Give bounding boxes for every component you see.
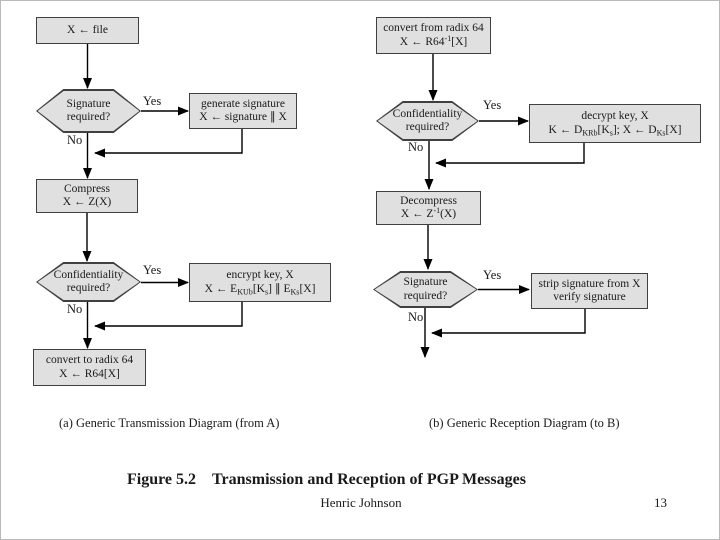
node-encrypt-key: encrypt key, X X ← EKUb[Ks] ∥ EKs[X] [189, 263, 331, 302]
node-text-line: required? [66, 282, 111, 294]
label-no-signature-a: No [67, 133, 83, 147]
node-text-line: Confidentiality [53, 268, 124, 281]
node-text-line: Decompress [400, 194, 457, 207]
node-text-line: X ← R64-1[X] [399, 33, 468, 48]
node-compress: Compress X ← Z(X) [36, 179, 138, 213]
node-text-line: K ← DKRb[Ks]; X ← DKs[X] [548, 123, 682, 137]
node-x-from-file: X ← file [36, 17, 139, 44]
page-number: 13 [654, 495, 667, 510]
node-text-line: X ← Z-1(X) [400, 205, 457, 220]
decision-confidentiality-required-a: Confidentiality required? [36, 262, 141, 302]
node-convert-from-radix64: convert from radix 64 X ← R64-1[X] [376, 17, 491, 54]
decision-signature-required-a: Signature required? [36, 89, 141, 133]
label-yes-confidentiality-b: Yes [483, 98, 502, 112]
connector-a-generate-return [94, 129, 243, 158]
label-no-confidentiality-b: No [408, 140, 424, 154]
node-decompress: Decompress X ← Z-1(X) [376, 191, 481, 225]
node-text-line: encrypt key, X [226, 269, 294, 281]
connector-b-decrypt-return [435, 143, 585, 168]
hexagon-shape: Confidentiality required? [377, 102, 478, 140]
node-text-line: X ← Z(X) [62, 196, 112, 208]
node-text-line: X ← EKUb[Ks] ∥ EKs[X] [204, 282, 316, 296]
node-convert-to-radix64: convert to radix 64 X ← R64[X] [33, 349, 146, 386]
connector-a-encrypt-return [94, 302, 243, 331]
node-text-line: Signature [66, 97, 111, 110]
node-text-line: convert from radix 64 [383, 22, 484, 34]
label-no-signature-b: No [408, 310, 424, 324]
decision-confidentiality-required-b: Confidentiality required? [376, 101, 479, 141]
caption-reception-diagram: (b) Generic Reception Diagram (to B) [429, 416, 620, 430]
node-text-line: X ← R64[X] [59, 367, 120, 380]
caption-transmission-diagram: (a) Generic Transmission Diagram (from A… [59, 416, 280, 430]
hexagon-shape: Confidentiality required? [37, 263, 140, 301]
node-text-line: required? [66, 111, 111, 123]
footer-author: Henric Johnson [320, 495, 402, 510]
node-text-line: X ← signature ∥ X [199, 111, 287, 123]
label-yes-signature-b: Yes [483, 268, 502, 282]
node-text-line: decrypt key, X [581, 110, 649, 122]
node-text-line: Signature [403, 276, 448, 288]
node-text-line: strip signature from X [538, 277, 641, 290]
node-text-line: Compress [64, 182, 110, 195]
figure-caption: Figure 5.2 Transmission and Reception of… [127, 471, 526, 488]
node-text-line: X ← file [67, 23, 108, 36]
node-text-line: required? [403, 289, 448, 302]
node-text-line: convert to radix 64 [45, 354, 134, 366]
node-strip-signature: strip signature from X verify signature [531, 273, 648, 309]
node-text-line: Confidentiality [392, 107, 463, 120]
node-text-line: generate signature [201, 97, 285, 110]
node-text-line: verify signature [553, 291, 626, 303]
decision-signature-required-b: Signature required? [373, 271, 478, 308]
label-yes-confidentiality-a: Yes [143, 263, 162, 277]
hexagon-shape: Signature required? [37, 90, 140, 132]
node-generate-signature: generate signature X ← signature ∥ X [189, 93, 297, 129]
node-text-line: required? [405, 121, 450, 133]
hexagon-shape: Signature required? [374, 272, 477, 307]
label-yes-signature-a: Yes [143, 94, 162, 108]
node-decrypt-key: decrypt key, X K ← DKRb[Ks]; X ← DKs[X] [529, 104, 701, 143]
label-no-confidentiality-a: No [67, 302, 83, 316]
connector-b-strip-return [431, 309, 586, 338]
